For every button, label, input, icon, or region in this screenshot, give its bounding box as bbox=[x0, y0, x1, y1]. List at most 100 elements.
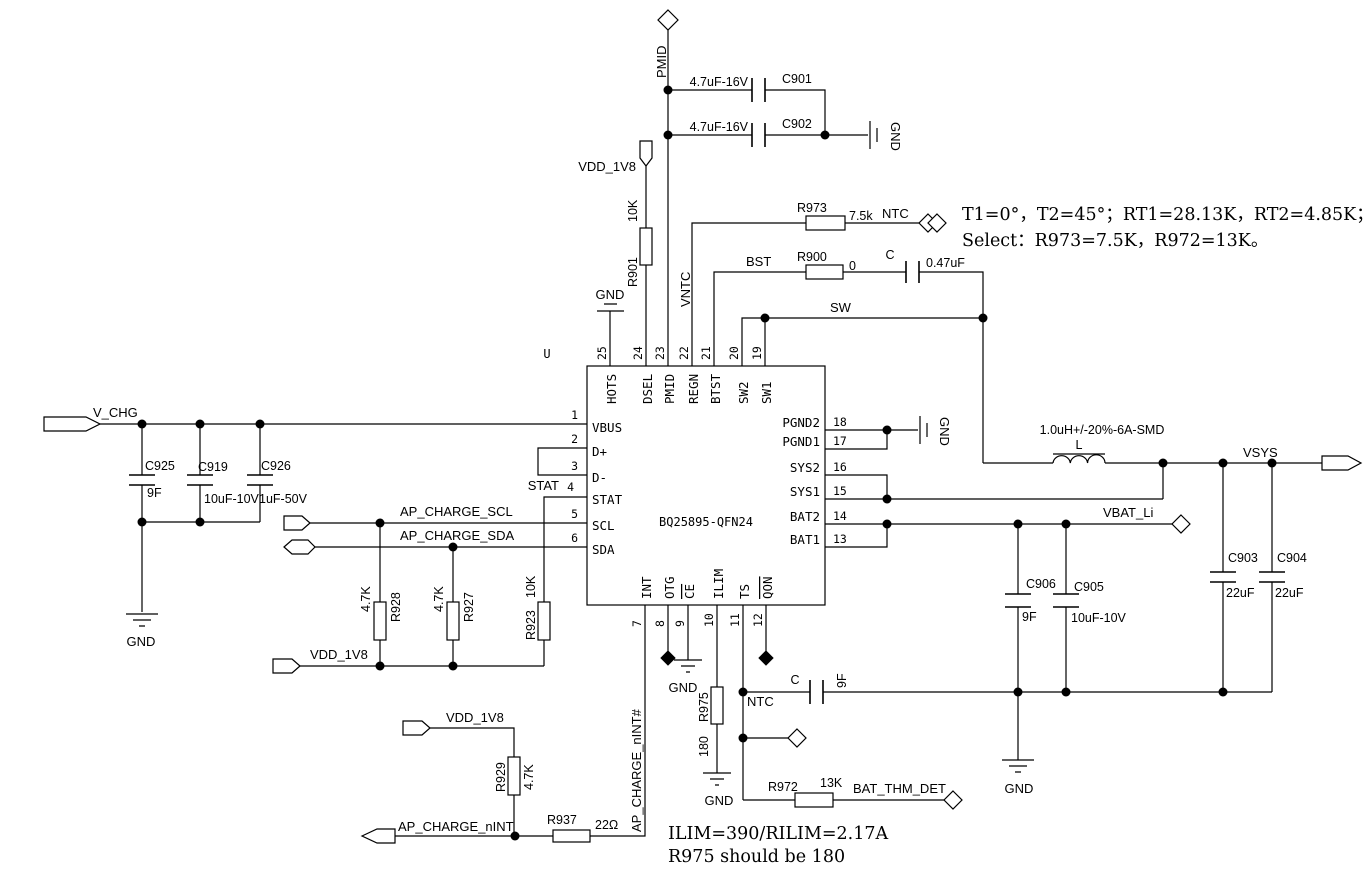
resistor-R973 bbox=[805, 215, 846, 231]
value-c902: 4.7uF-16V bbox=[690, 120, 749, 134]
wires bbox=[100, 30, 1322, 837]
ref-r928: R928 bbox=[389, 592, 403, 622]
value-c901: 4.7uF-16V bbox=[690, 75, 749, 89]
ref-c-bst: C bbox=[885, 248, 894, 262]
ref-c902: C902 bbox=[782, 117, 812, 131]
ic-pin-numbers-left: 1 2 3 4 5 6 bbox=[567, 408, 578, 545]
pin-name-regn: REGN bbox=[686, 374, 701, 404]
resistor-R937 bbox=[552, 829, 591, 843]
ref-c903: C903 bbox=[1228, 551, 1258, 565]
pin-name-dplus: D+ bbox=[592, 444, 607, 459]
port-ap-charge-sda-hexagon bbox=[283, 539, 316, 555]
net-label-bst: BST bbox=[746, 254, 771, 269]
ref-c919: C919 bbox=[198, 460, 228, 474]
resistor-R928 bbox=[373, 601, 387, 641]
pin-name-bat2: BAT2 bbox=[790, 509, 820, 524]
ic-body bbox=[586, 365, 826, 606]
ic-pin-numbers-right: 18 17 16 15 14 13 bbox=[833, 415, 847, 546]
pin-name-sys1: SYS1 bbox=[790, 484, 820, 499]
resistor-R923 bbox=[537, 601, 551, 641]
ref-c901: C901 bbox=[782, 72, 812, 86]
net-label-vbat-li: VBAT_Li bbox=[1103, 505, 1153, 520]
value-r923: 10K bbox=[524, 575, 538, 598]
ic-pin-numbers-bottom: 7 8 9 10 11 12 bbox=[630, 613, 765, 627]
value-c904: 22uF bbox=[1275, 586, 1304, 600]
port-pmid-diamond bbox=[657, 9, 679, 31]
port-vdd-1v8-rail-arrow bbox=[272, 658, 301, 674]
net-label-vsys: VSYS bbox=[1243, 445, 1278, 460]
pin-name-dsel: DSEL bbox=[640, 374, 655, 404]
pin-num-2: 2 bbox=[571, 432, 578, 446]
net-label-sw: SW bbox=[830, 300, 852, 315]
value-r929: 4.7K bbox=[522, 764, 536, 790]
ic-part-number: BQ25895-QFN24 bbox=[659, 515, 753, 529]
pin-name-stat: STAT bbox=[592, 492, 623, 507]
net-label-vdd-rail: VDD_1V8 bbox=[310, 647, 368, 662]
pin-num-10: 10 bbox=[702, 613, 716, 627]
net-label-gnd-c902: GND bbox=[888, 122, 903, 151]
pin-num-18: 18 bbox=[833, 415, 847, 429]
pin-num-8: 8 bbox=[653, 620, 667, 627]
pin-num-4: 4 bbox=[567, 480, 574, 494]
testpoint-qon-diamond bbox=[758, 650, 774, 666]
value-r927: 4.7K bbox=[432, 586, 446, 612]
pin-num-15: 15 bbox=[833, 484, 847, 498]
pin-num-20: 20 bbox=[727, 346, 741, 360]
ref-c905: C905 bbox=[1074, 580, 1104, 594]
pin-num-23: 23 bbox=[653, 346, 667, 360]
resistor-R900 bbox=[805, 264, 844, 280]
pin-num-6: 6 bbox=[571, 531, 578, 545]
value-r937: 22Ω bbox=[595, 818, 618, 832]
value-r973: 7.5k bbox=[849, 209, 873, 223]
net-label-vdd-top: VDD_1V8 bbox=[578, 159, 636, 174]
pin-name-int: INT bbox=[639, 576, 654, 599]
pin-name-sw1: SW1 bbox=[759, 381, 774, 404]
ref-c904: C904 bbox=[1277, 551, 1307, 565]
pin-name-ce: CE bbox=[682, 584, 697, 599]
value-c906: 9F bbox=[1022, 610, 1037, 624]
pin-num-12: 12 bbox=[751, 613, 765, 627]
value-c926: 1uF-50V bbox=[259, 492, 308, 506]
pin-name-bat1: BAT1 bbox=[790, 532, 820, 547]
value-c919: 10uF-10V bbox=[204, 492, 260, 506]
pin-num-1: 1 bbox=[571, 408, 578, 422]
port-v-chg-arrow bbox=[43, 416, 102, 432]
note-ilim-line2: R975 should be 180 bbox=[668, 847, 845, 867]
capacitor-plates bbox=[129, 78, 1285, 704]
ref-c926: C926 bbox=[261, 459, 291, 473]
port-ap-charge-nint-arrow bbox=[360, 828, 396, 844]
resistor-R927 bbox=[446, 601, 460, 641]
ref-l: L bbox=[1076, 438, 1083, 452]
pin-name-btst: BTST bbox=[708, 373, 723, 404]
pin-name-otg: OTG bbox=[662, 576, 677, 599]
pin-name-ilim: ILIM bbox=[711, 569, 726, 599]
value-c-ts: 9F bbox=[835, 673, 849, 688]
pin-num-22: 22 bbox=[677, 346, 691, 360]
pin-num-3: 3 bbox=[571, 459, 578, 473]
pin-name-pgnd2: PGND2 bbox=[782, 415, 820, 430]
port-vbat-li-diamond bbox=[1171, 514, 1191, 534]
ref-r937: R937 bbox=[547, 813, 577, 827]
pin-name-sys2: SYS2 bbox=[790, 460, 820, 475]
inductor-L-coil bbox=[1052, 454, 1106, 464]
pin-name-vbus: VBUS bbox=[592, 420, 622, 435]
testpoint-otg-diamond bbox=[660, 650, 676, 666]
ic-pin-names-bottom: INT OTG CE ILIM TS QON bbox=[639, 569, 775, 599]
pin-name-scl: SCL bbox=[592, 518, 615, 533]
value-r928: 4.7K bbox=[359, 586, 373, 612]
pin-num-24: 24 bbox=[631, 346, 645, 360]
pin-num-5: 5 bbox=[571, 507, 578, 521]
ref-r923: R923 bbox=[524, 610, 538, 640]
value-r901: 10K bbox=[626, 199, 640, 222]
resistor-R972 bbox=[794, 792, 834, 808]
pin-name-pgnd1: PGND1 bbox=[782, 434, 820, 449]
ref-c906: C906 bbox=[1026, 577, 1056, 591]
net-label-vdd-bottom: VDD_1V8 bbox=[446, 710, 504, 725]
value-c905: 10uF-10V bbox=[1071, 611, 1127, 625]
pin-num-19: 19 bbox=[750, 346, 764, 360]
pin-name-hots: HOTS bbox=[604, 374, 619, 404]
ref-r929: R929 bbox=[494, 762, 508, 792]
net-label-gnd-pgnd: GND bbox=[937, 417, 952, 446]
note-thermistor-line2: Select：R973=7.5K，R972=13K。 bbox=[962, 231, 1268, 251]
